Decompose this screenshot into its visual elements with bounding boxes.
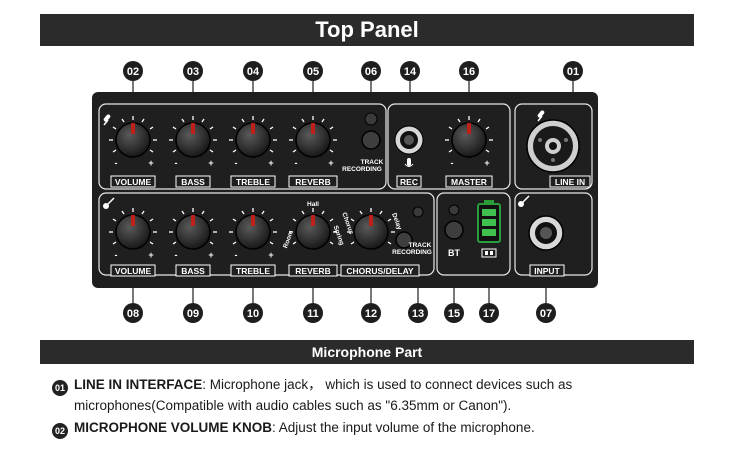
callout-06: 06	[365, 66, 377, 78]
description-text-continued: microphones(Compatible with audio cables…	[74, 398, 512, 413]
bottom-row-labels: VOLUME BASS TREBLE REVERB CHORUS/DELAY I…	[110, 264, 565, 277]
input-guitar-icon	[518, 195, 530, 207]
knob-range-marks: - + - + - + - + - +	[115, 158, 490, 168]
bt-label: BT	[448, 248, 460, 258]
bt-led	[448, 204, 460, 216]
mic-section-outline	[98, 103, 387, 190]
description-title: MICROPHONE VOLUME KNOB	[74, 420, 273, 435]
description-item-02: 02 MICROPHONE VOLUME KNOB: Adjust the inp…	[52, 418, 535, 439]
page-title: Top Panel	[40, 14, 694, 46]
mic-icon	[103, 114, 111, 126]
recording-label: RECORDING	[342, 166, 382, 173]
description-separator: :	[202, 377, 207, 392]
line-in-mic-icon	[537, 110, 545, 122]
svg-text:+: +	[484, 158, 489, 168]
svg-text:-: -	[175, 158, 178, 168]
svg-text:+: +	[328, 158, 333, 168]
battery-indicator-icon	[477, 200, 501, 258]
callout-09: 09	[187, 308, 199, 320]
callout-16: 16	[463, 66, 475, 78]
section-title: Microphone Part	[40, 340, 694, 364]
svg-text:+: +	[268, 250, 273, 260]
svg-text:+: +	[148, 158, 153, 168]
description-item-01: 01 LINE IN INTERFACE: Microphone jack， wh…	[52, 375, 572, 415]
svg-text:-: -	[115, 158, 118, 168]
guitar-volume-label: VOLUME	[115, 266, 152, 276]
callout-05: 05	[307, 66, 319, 78]
guitar-bass-label: BASS	[181, 266, 205, 276]
master-label: MASTER	[451, 177, 487, 187]
line-in-label: LINE IN	[555, 177, 585, 187]
callout-07: 07	[540, 308, 552, 320]
track-record-led	[364, 112, 378, 126]
callout-10: 10	[247, 308, 259, 320]
description-number: 01	[52, 380, 68, 396]
svg-text:+: +	[148, 250, 153, 260]
track-record-led-2	[412, 206, 424, 218]
callout-01: 01	[567, 66, 579, 78]
description-text: Microphone jack， which is used to connec…	[209, 377, 573, 392]
rec-mic-icon	[404, 158, 414, 167]
mic-bass-label: BASS	[181, 177, 205, 187]
description-separator: :	[272, 420, 276, 435]
callout-02: 02	[127, 66, 139, 78]
description-number: 02	[52, 423, 68, 439]
hall-label: Hall	[307, 201, 319, 208]
svg-text:-: -	[115, 250, 118, 260]
description-title: LINE IN INTERFACE	[74, 377, 203, 392]
svg-text:-: -	[175, 250, 178, 260]
top-row-labels: VOLUME BASS TREBLE REVERB REC MASTER LIN…	[110, 175, 591, 188]
track-label: TRACK	[361, 159, 384, 166]
mic-reverb-label: REVERB	[295, 177, 330, 187]
guitar-reverb-label: REVERB	[295, 266, 330, 276]
callout-17: 17	[483, 308, 495, 320]
mic-volume-label: VOLUME	[115, 177, 152, 187]
svg-text:-: -	[451, 158, 454, 168]
control-panel	[92, 92, 598, 288]
line-in-section-outline	[514, 103, 593, 190]
callout-numbers: 02 03 04 05 06 14 16 01 08 09 10 11 12 1…	[123, 61, 583, 323]
callout-11: 11	[307, 308, 319, 320]
bottom-knob-range-marks: - + - + - +	[115, 250, 274, 260]
svg-text:+: +	[268, 158, 273, 168]
guitar-icon	[103, 197, 115, 209]
callout-13: 13	[412, 308, 424, 320]
rec-label: REC	[400, 177, 418, 187]
bt-button[interactable]	[444, 220, 464, 240]
callout-08: 08	[127, 308, 139, 320]
chorus-delay-label: CHORUS/DELAY	[346, 266, 414, 276]
callout-15: 15	[448, 308, 460, 320]
callout-04: 04	[247, 66, 260, 78]
track-recording-button[interactable]	[361, 130, 381, 150]
description-text: Adjust the input volume of the microphon…	[278, 420, 535, 435]
guitar-treble-label: TREBLE	[236, 266, 270, 276]
mic-treble-label: TREBLE	[236, 177, 270, 187]
track-label-2: TRACK	[409, 242, 432, 249]
callout-12: 12	[365, 308, 377, 320]
track-recording-button-2[interactable]	[395, 231, 413, 249]
input-label: INPUT	[534, 266, 560, 276]
callout-03: 03	[187, 66, 199, 78]
svg-text:-: -	[235, 158, 238, 168]
svg-text:+: +	[208, 250, 213, 260]
bt-section-outline	[436, 192, 511, 276]
recording-label-2: RECORDING	[392, 249, 432, 256]
master-section-outline	[387, 103, 511, 190]
svg-text:-: -	[235, 250, 238, 260]
callout-14: 14	[404, 66, 417, 78]
svg-text:+: +	[208, 158, 213, 168]
svg-text:-: -	[295, 158, 298, 168]
